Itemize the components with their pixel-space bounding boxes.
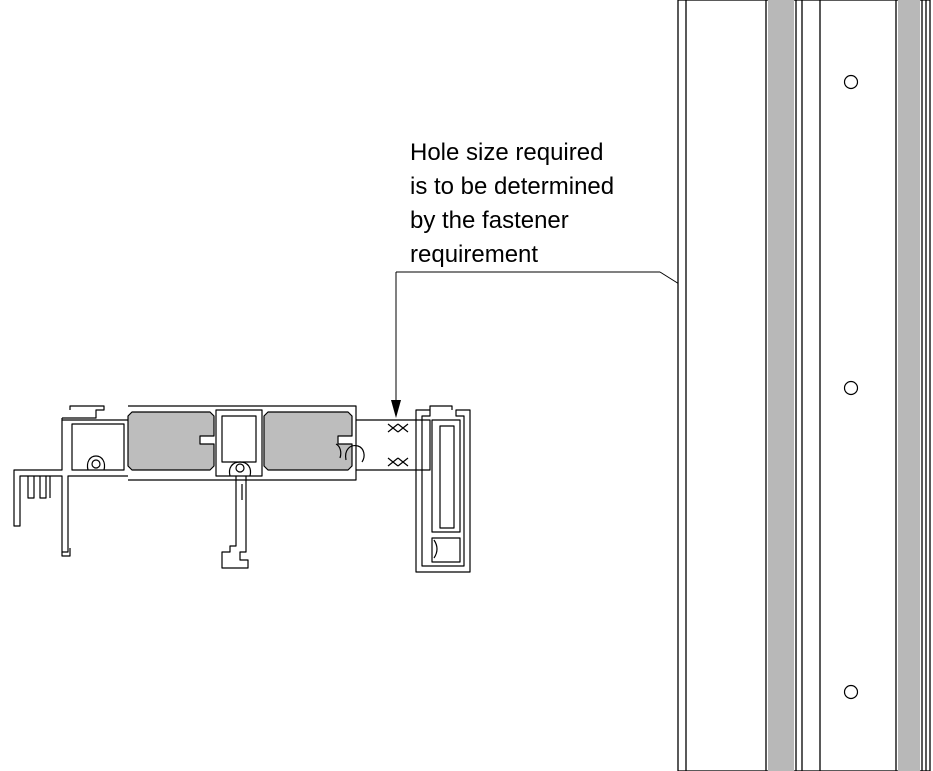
frame-elevation: [677, 0, 931, 771]
callout-note: Hole size required is to be determined b…: [410, 139, 614, 268]
callout-line-4: requirement: [410, 241, 538, 268]
leader-arrowhead-section: [391, 400, 401, 418]
section-left-leg: [13, 420, 128, 553]
sash-frame: [415, 409, 471, 573]
gray-strip-right: [898, 0, 920, 771]
screw-boss-left-core: [91, 459, 101, 469]
window-frame-section: [13, 405, 471, 573]
sash-bottom-chamber: [431, 537, 461, 563]
thermal-break-2-notch: [335, 443, 342, 459]
elevation-outline: [677, 0, 931, 771]
callout-line-1: Hole size required: [410, 139, 603, 166]
gasket-bottom: [387, 457, 409, 467]
thermal-break-1: [127, 411, 215, 471]
gray-strip-left: [768, 0, 794, 771]
center-mullion-inner: [221, 415, 257, 463]
drip-leg-2: [39, 476, 47, 499]
screw-boss-center-core: [235, 463, 245, 473]
left-chamber: [71, 423, 125, 471]
sash-inner-chamber: [431, 419, 461, 533]
drip-leg-1: [27, 476, 35, 499]
fastener-hole-top: [843, 74, 859, 90]
gasket-top: [387, 423, 409, 433]
sash-hook: [433, 539, 438, 559]
section-outline: [128, 405, 357, 481]
section-hook-bottom: [61, 548, 71, 557]
right-chamber: [356, 419, 431, 471]
section-top-lip: [62, 405, 105, 419]
fastener-hole-middle: [843, 380, 859, 396]
sash-top-clip: [429, 405, 453, 410]
screw-boss-right: [345, 445, 365, 463]
center-mullion: [215, 409, 263, 477]
fastener-hole-bottom: [843, 684, 859, 700]
thermal-break-2: [263, 411, 353, 471]
screw-boss-center: [228, 461, 252, 477]
callout-line-3: by the fastener: [410, 207, 569, 234]
sash-glazing-pocket: [439, 425, 455, 529]
callout-line-2: is to be determined: [410, 173, 614, 200]
center-stem: [221, 476, 249, 569]
screw-boss-left: [86, 455, 106, 471]
